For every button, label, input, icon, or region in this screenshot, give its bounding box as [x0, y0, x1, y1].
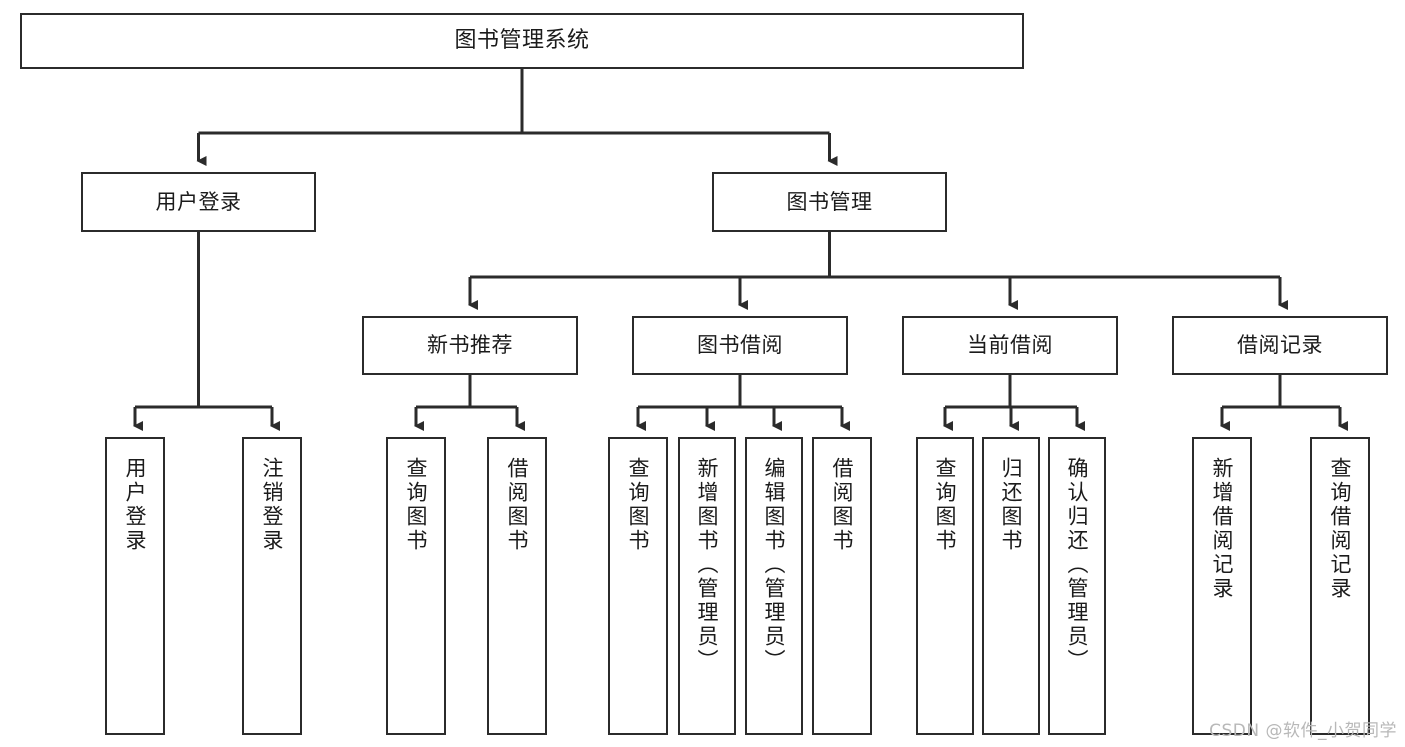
node-user-login[interactable]: 用户登录 [81, 172, 316, 232]
node-leaf-return-book[interactable]: 归还图书 [982, 437, 1040, 735]
node-book-borrow[interactable]: 图书借阅 [632, 316, 848, 375]
node-label-leaf-query-book-current: 查询图书 [933, 457, 958, 553]
node-borrow-record[interactable]: 借阅记录 [1172, 316, 1388, 375]
node-leaf-query-book-borrow[interactable]: 查询图书 [608, 437, 668, 735]
node-label-borrow-record: 借阅记录 [1237, 333, 1323, 358]
node-leaf-edit-book-admin[interactable]: 编辑图书（管理员） [745, 437, 803, 735]
node-label-leaf-borrow-book: 借阅图书 [830, 457, 855, 553]
node-new-book-recommend[interactable]: 新书推荐 [362, 316, 578, 375]
node-current-borrow[interactable]: 当前借阅 [902, 316, 1118, 375]
node-root[interactable]: 图书管理系统 [20, 13, 1024, 69]
node-leaf-query-borrow-record[interactable]: 查询借阅记录 [1310, 437, 1370, 735]
node-leaf-borrow-book-recommend[interactable]: 借阅图书 [487, 437, 547, 735]
node-label-leaf-add-book-admin: 新增图书（管理员） [695, 457, 720, 673]
node-label-leaf-return-book: 归还图书 [999, 457, 1024, 553]
node-label-leaf-user-logout: 注销登录 [260, 457, 285, 553]
node-label-leaf-query-borrow-record: 查询借阅记录 [1328, 457, 1353, 601]
node-leaf-user-logout[interactable]: 注销登录 [242, 437, 302, 735]
node-leaf-borrow-book[interactable]: 借阅图书 [812, 437, 872, 735]
node-label-book-management: 图书管理 [786, 189, 873, 214]
node-label-book-borrow: 图书借阅 [697, 333, 783, 358]
node-label-leaf-query-book-recommend: 查询图书 [404, 457, 429, 553]
node-leaf-query-book-current[interactable]: 查询图书 [916, 437, 974, 735]
node-label-leaf-query-book-borrow: 查询图书 [626, 457, 651, 553]
node-leaf-add-book-admin[interactable]: 新增图书（管理员） [678, 437, 736, 735]
node-label-leaf-borrow-book-recommend: 借阅图书 [505, 457, 530, 553]
node-label-leaf-user-login: 用户登录 [123, 457, 148, 553]
node-leaf-query-book-recommend[interactable]: 查询图书 [386, 437, 446, 735]
node-book-management[interactable]: 图书管理 [712, 172, 947, 232]
node-label-new-book-recommend: 新书推荐 [427, 333, 513, 358]
node-label-root: 图书管理系统 [454, 28, 590, 54]
node-leaf-confirm-return-admin[interactable]: 确认归还（管理员） [1048, 437, 1106, 735]
node-leaf-user-login[interactable]: 用户登录 [105, 437, 165, 735]
node-label-leaf-confirm-return-admin: 确认归还（管理员） [1065, 457, 1090, 673]
node-label-leaf-edit-book-admin: 编辑图书（管理员） [762, 457, 787, 673]
node-label-user-login: 用户登录 [155, 189, 242, 214]
watermark-text: CSDN @软件_小贺同学 [1209, 721, 1397, 741]
node-label-leaf-add-borrow-record: 新增借阅记录 [1210, 457, 1235, 601]
node-leaf-add-borrow-record[interactable]: 新增借阅记录 [1192, 437, 1252, 735]
node-label-current-borrow: 当前借阅 [967, 333, 1053, 358]
